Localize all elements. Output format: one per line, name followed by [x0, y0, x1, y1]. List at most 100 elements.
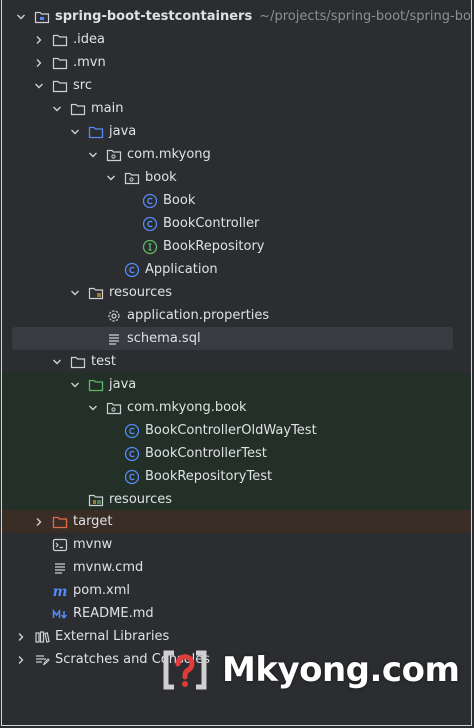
tree-row-test-class-1[interactable]: BookControllerOldWayTest — [2, 419, 471, 442]
tree-label: target — [73, 514, 113, 529]
mkyong-logo-icon — [162, 647, 208, 693]
tree-label: com.mkyong.book — [127, 400, 247, 415]
tree-label: BookRepository — [163, 239, 265, 254]
tree-row-src[interactable]: src — [2, 74, 471, 97]
chevron-down-icon[interactable] — [34, 81, 44, 91]
settings-icon — [106, 308, 122, 324]
package-icon — [124, 170, 140, 186]
chevron-down-icon[interactable] — [16, 12, 26, 22]
tree-row-mvnw[interactable]: mvnw — [2, 533, 471, 556]
chevron-down-icon[interactable] — [88, 150, 98, 160]
tree-row-package-main[interactable]: com.mkyong — [2, 143, 471, 166]
tree-label: BookControllerTest — [145, 446, 267, 461]
tree-label: resources — [109, 492, 173, 507]
class-icon — [142, 216, 158, 232]
chevron-down-icon[interactable] — [70, 380, 80, 390]
tree-row-app-properties[interactable]: application.properties — [2, 304, 471, 327]
chevron-down-icon[interactable] — [70, 127, 80, 137]
tree-row-test-java[interactable]: java — [2, 373, 471, 396]
tree-row-target[interactable]: target — [2, 510, 471, 533]
project-name: spring-boot-testcontainers — [55, 9, 253, 24]
tree-label: BookController — [163, 216, 260, 231]
chevron-right-icon[interactable] — [34, 58, 44, 68]
text-file-icon — [52, 560, 68, 576]
chevron-right-icon[interactable] — [16, 655, 26, 665]
tree-row-scratches[interactable]: Scratches and Consoles — [2, 648, 471, 671]
terminal-file-icon — [52, 537, 68, 553]
tree-label: Scratches and Consoles — [55, 652, 211, 667]
tree-label: resources — [109, 285, 173, 300]
tree-row-pom[interactable]: m pom.xml — [2, 579, 471, 602]
tree-row-test-class-3[interactable]: BookRepositoryTest — [2, 465, 471, 488]
tree-row-main-java[interactable]: java — [2, 120, 471, 143]
tree-row-idea[interactable]: .idea — [2, 28, 471, 51]
tree-row-package-test[interactable]: com.mkyong.book — [2, 396, 471, 419]
tree-label: src — [73, 78, 92, 93]
tree-label: schema.sql — [127, 331, 201, 346]
tree-row-test-resources[interactable]: resources — [2, 488, 471, 511]
chevron-right-icon[interactable] — [34, 35, 44, 45]
tree-label: Book — [163, 193, 196, 208]
tree-row-mvn[interactable]: .mvn — [2, 51, 471, 74]
tree-row-schema-sql[interactable]: schema.sql — [12, 327, 453, 350]
folder-icon — [70, 101, 86, 117]
chevron-down-icon[interactable] — [52, 104, 62, 114]
tree-label: book — [145, 170, 177, 185]
chevron-down-icon[interactable] — [88, 403, 98, 413]
tree-label: External Libraries — [55, 629, 170, 644]
watermark: Mkyong.com — [162, 640, 460, 700]
tree-label: .mvn — [73, 55, 106, 70]
folder-icon — [52, 32, 68, 48]
tree-label: test — [91, 354, 116, 369]
folder-icon — [52, 78, 68, 94]
tree-row-readme[interactable]: README.md — [2, 602, 471, 625]
class-icon — [124, 262, 140, 278]
package-icon — [106, 400, 122, 416]
tree-label: java — [109, 124, 137, 139]
chevron-down-icon[interactable] — [52, 357, 62, 367]
chevron-right-icon[interactable] — [16, 632, 26, 642]
tree-label: mvnw.cmd — [73, 560, 144, 575]
tree-label: java — [109, 377, 137, 392]
folder-icon — [70, 354, 86, 370]
tree-label: application.properties — [127, 308, 270, 323]
svg-text:m: m — [53, 584, 68, 599]
project-folder-icon — [34, 9, 50, 25]
tree-row-class-book[interactable]: Book — [2, 189, 471, 212]
tree-label: pom.xml — [73, 583, 130, 598]
excluded-folder-icon — [52, 514, 68, 530]
text-file-icon — [106, 331, 122, 347]
watermark-text: Mkyong.com — [222, 650, 460, 690]
tree-row-mvnw-cmd[interactable]: mvnw.cmd — [2, 556, 471, 579]
maven-icon: m — [52, 583, 68, 599]
project-path: ~/projects/spring-boot/spring-boot-testc… — [259, 9, 471, 24]
chevron-down-icon[interactable] — [106, 173, 116, 183]
source-folder-icon — [88, 124, 104, 140]
tree-row-class-bookcontroller[interactable]: BookController — [2, 212, 471, 235]
tree-label: README.md — [73, 606, 154, 621]
scratches-icon — [34, 652, 50, 668]
tree-row-project[interactable]: spring-boot-testcontainers ~/projects/sp… — [2, 5, 471, 28]
package-icon — [106, 147, 122, 163]
libraries-icon — [34, 629, 50, 645]
chevron-down-icon[interactable] — [70, 288, 80, 298]
tree-row-test[interactable]: test — [2, 350, 471, 373]
tree-row-class-application[interactable]: Application — [2, 258, 471, 281]
tree-label: .idea — [73, 32, 105, 47]
tree-row-interface-bookrepository[interactable]: BookRepository — [2, 235, 471, 258]
tree-row-package-book[interactable]: book — [2, 166, 471, 189]
class-icon — [142, 193, 158, 209]
tree-label: BookRepositoryTest — [145, 469, 273, 484]
class-icon — [124, 446, 140, 462]
tree-row-test-class-2[interactable]: BookControllerTest — [2, 442, 471, 465]
test-folder-icon — [88, 377, 104, 393]
tree-row-resources[interactable]: resources — [2, 281, 471, 304]
interface-icon — [142, 239, 158, 255]
tree-row-external-libraries[interactable]: External Libraries — [2, 625, 471, 648]
tree-label: BookControllerOldWayTest — [145, 423, 317, 438]
folder-icon — [52, 55, 68, 71]
tree-row-main[interactable]: main — [2, 97, 471, 120]
chevron-right-icon[interactable] — [34, 517, 44, 527]
markdown-icon — [52, 606, 68, 622]
